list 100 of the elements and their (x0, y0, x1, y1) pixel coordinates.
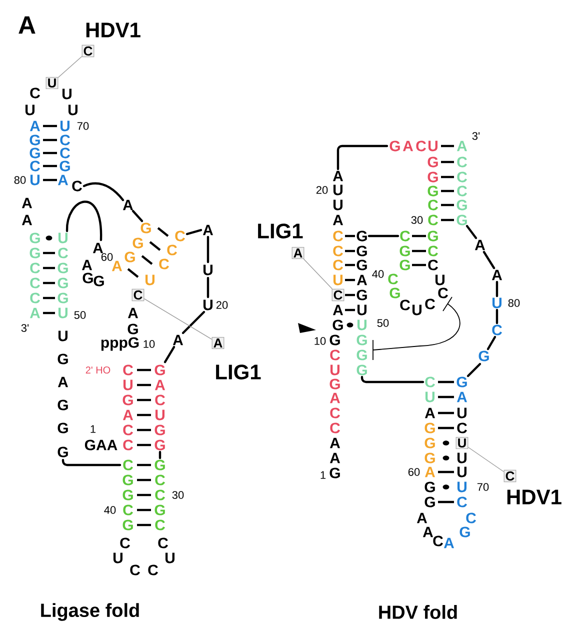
nucleotide-letter: C (30, 278, 40, 288)
position-number: 20 (216, 301, 228, 309)
nucleotide-letter: C (120, 538, 130, 548)
nucleotide-letter: U (58, 232, 68, 244)
nucleotide-letter: U (412, 304, 422, 316)
nucleotide-letter: U (145, 274, 154, 286)
nucleotide-letter: U (457, 408, 466, 418)
nucleotide-letter: G (428, 230, 438, 242)
site-label: LIG1 (216, 364, 261, 380)
nucleotide-letter: C (457, 496, 467, 508)
nucleotide-letter: C (123, 504, 133, 516)
nucleotide-letter: A (424, 466, 435, 478)
nucleotide-letter: U (203, 264, 212, 276)
nucleotide-letter: A (30, 120, 40, 132)
nucleotide-letter: C (130, 564, 140, 576)
nucleotide-letter: C (388, 274, 398, 284)
nucleotide-letter: A (456, 140, 467, 152)
nucleotide-letter: C (428, 200, 438, 210)
nucleotide-letter: C (330, 422, 340, 434)
nucleotide-letter: G (478, 350, 489, 362)
nucleotide-letter: U (68, 104, 78, 116)
nucleotide-letter: C (155, 394, 165, 406)
boxed-nucleotide: C (332, 288, 344, 302)
nucleotide-letter: G (154, 504, 165, 516)
position-number: 50 (74, 311, 86, 319)
position-number: 1 (320, 471, 326, 479)
nucleotide-letter: G (356, 350, 367, 360)
boxed-nucleotide: A (212, 337, 224, 349)
position-number: 30 (172, 491, 184, 499)
nucleotide-letter: A (330, 438, 340, 448)
nucleotide-letter: U (330, 364, 340, 376)
nucleotide-letter: C (158, 538, 168, 548)
position-number: 80 (508, 299, 520, 307)
nucleotide-letter: C (155, 520, 165, 530)
nucleotide-letter: G (456, 376, 467, 388)
nucleotide-letter: U (333, 184, 342, 196)
nucleotide-letter: C (123, 460, 133, 470)
boxed-nucleotide: C (82, 44, 94, 58)
nucleotide-letter: C (159, 258, 169, 270)
nucleotide-letter: G (58, 292, 68, 304)
nucleotide-letter: A (92, 242, 103, 254)
nucleotide-letter: A (172, 334, 183, 346)
nucleotide-letter: U (58, 330, 68, 342)
nucleotide-letter: U (25, 104, 34, 116)
nucleotide-letter: U (492, 298, 502, 308)
nucleotide-letter: A (82, 260, 92, 270)
nucleotide-letter: C (60, 134, 70, 146)
position-number: 20 (316, 186, 328, 194)
nucleotide-letter: C (30, 88, 40, 98)
position-number: 70 (477, 483, 489, 491)
nucleotide-letter: GAA (84, 440, 118, 450)
nucleotide-letter: C (425, 298, 435, 310)
nucleotide-letter: G (124, 252, 135, 262)
nucleotide-letter: G (30, 148, 40, 158)
nucleotide-letter: C (428, 214, 438, 226)
nucleotide-letter: pppG (101, 337, 139, 351)
nucleotide-letter: G (154, 460, 165, 470)
nucleotide-letter: C (333, 230, 343, 242)
boxed-nucleotide: U (456, 436, 468, 450)
nucleotide-letter: G (424, 452, 435, 464)
nucleotide-letter: C (333, 260, 343, 270)
position-number: 50 (377, 319, 389, 327)
nucleotide-letter: G (30, 134, 40, 146)
nucleotide-letter: C (457, 172, 467, 182)
nucleotide-letter: U (457, 452, 466, 464)
nucleotide-letter: G (456, 200, 467, 210)
position-number: 40 (104, 506, 116, 514)
nucleotide-letter: G (122, 394, 133, 406)
position-number: 60 (101, 253, 113, 261)
nucleotide-letter: G (356, 334, 367, 346)
nucleotide-letter: G (332, 320, 343, 330)
nucleotide-letter: C (30, 262, 40, 274)
nucleotide-letter: C (400, 230, 410, 242)
nucleotide-letter: G (58, 278, 68, 288)
nucleotide-letter: G (122, 490, 133, 500)
nucleotide-letter: A (456, 392, 467, 402)
nucleotide-letter: A (112, 260, 122, 272)
nucleotide-letter: U (123, 380, 132, 390)
nucleotide-letter: G (356, 230, 367, 242)
nucleotide-letter: A (422, 526, 433, 538)
nucleotide-letter: A (424, 408, 435, 418)
position-number: 70 (77, 122, 89, 130)
nucleotide-letter: G (58, 446, 68, 458)
leader-line (303, 258, 333, 290)
nucleotide-letter: A (122, 200, 133, 210)
nucleotide-letter: C (438, 288, 448, 298)
nucleotide-letter: C (330, 350, 340, 360)
nucleotide-letter: A (128, 308, 138, 318)
nucleotide-letter: C (30, 160, 40, 172)
nucleotide-letter: C (123, 364, 133, 376)
nucleotide-letter: A (58, 376, 68, 388)
nucleotide-letter: C (428, 246, 438, 256)
nucleotide-letter: G (154, 424, 165, 436)
nucleotide-letter: U (62, 88, 72, 100)
nucleotide-letter: C (492, 324, 502, 336)
nucleotide-letter: G (122, 474, 133, 486)
nucleotide-letter: C (72, 180, 82, 192)
nucleotide-letter: C (457, 156, 467, 168)
nucleotide-letter: C (425, 376, 435, 388)
nucleotide-letter: A (332, 214, 343, 226)
